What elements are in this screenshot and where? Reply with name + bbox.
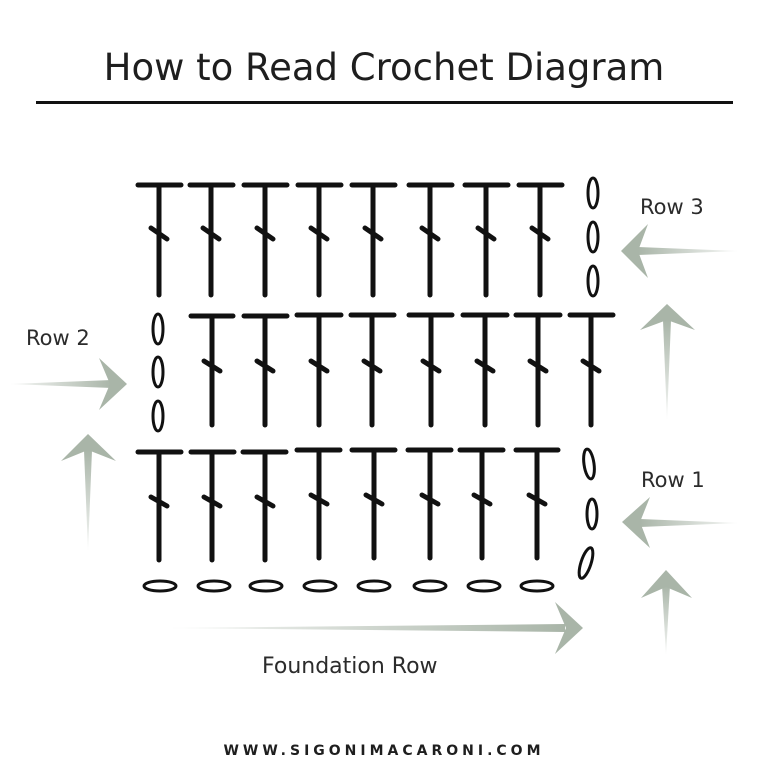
row-1-stitches: [135, 447, 561, 563]
dc-stitch: [516, 182, 565, 298]
dc-stitch: [457, 447, 506, 561]
dc-stitch: [188, 449, 237, 563]
foundation-chains: [142, 579, 555, 593]
dc-stitch: [294, 447, 343, 561]
dc-stitch: [406, 182, 455, 298]
dc-stitch: [513, 447, 561, 561]
dc-stitch: [567, 312, 616, 428]
dc-stitch: [240, 449, 289, 563]
row-2-label: Row 2: [26, 326, 90, 350]
row-3-turning-chains: [586, 176, 600, 298]
arrow-left-row3-icon: [621, 224, 738, 278]
row-1-label: Row 1: [641, 468, 705, 492]
dc-stitch: [295, 182, 344, 298]
arrow-up-left-icon: [61, 434, 116, 551]
dc-stitch: [460, 312, 510, 428]
website-footer: WWW.SIGONIMACARONI.COM: [223, 743, 545, 759]
row-3-stitches: [135, 182, 565, 298]
dc-stitch: [135, 182, 184, 298]
row-3-label: Row 3: [640, 195, 704, 219]
dc-stitch: [135, 449, 184, 563]
row-1-turning-chains: [577, 447, 599, 580]
dc-stitch: [188, 313, 236, 428]
arrow-up-right-bottom-icon: [641, 570, 692, 655]
dc-stitch: [294, 312, 344, 428]
page-title: How to Read Crochet Diagram: [103, 46, 665, 89]
arrow-right-foundation-icon: [170, 602, 583, 654]
row-2-turning-chains: [151, 312, 165, 433]
dc-stitch: [349, 182, 398, 298]
title-underline: [36, 101, 733, 104]
dc-stitch: [462, 182, 511, 298]
dc-stitch: [187, 182, 236, 298]
dc-stitch: [241, 182, 290, 298]
row-2-stitches: [188, 312, 616, 428]
dc-stitch: [348, 312, 397, 428]
dc-stitch: [241, 313, 290, 428]
arrow-up-right-middle-icon: [640, 304, 695, 420]
dc-stitch: [405, 447, 454, 561]
dc-stitch: [406, 312, 455, 428]
dc-stitch: [349, 447, 398, 561]
arrow-right-row2-icon: [10, 358, 127, 410]
dc-stitch: [513, 312, 563, 428]
foundation-row-label: Foundation Row: [262, 654, 438, 679]
arrow-left-row1-icon: [622, 497, 738, 548]
